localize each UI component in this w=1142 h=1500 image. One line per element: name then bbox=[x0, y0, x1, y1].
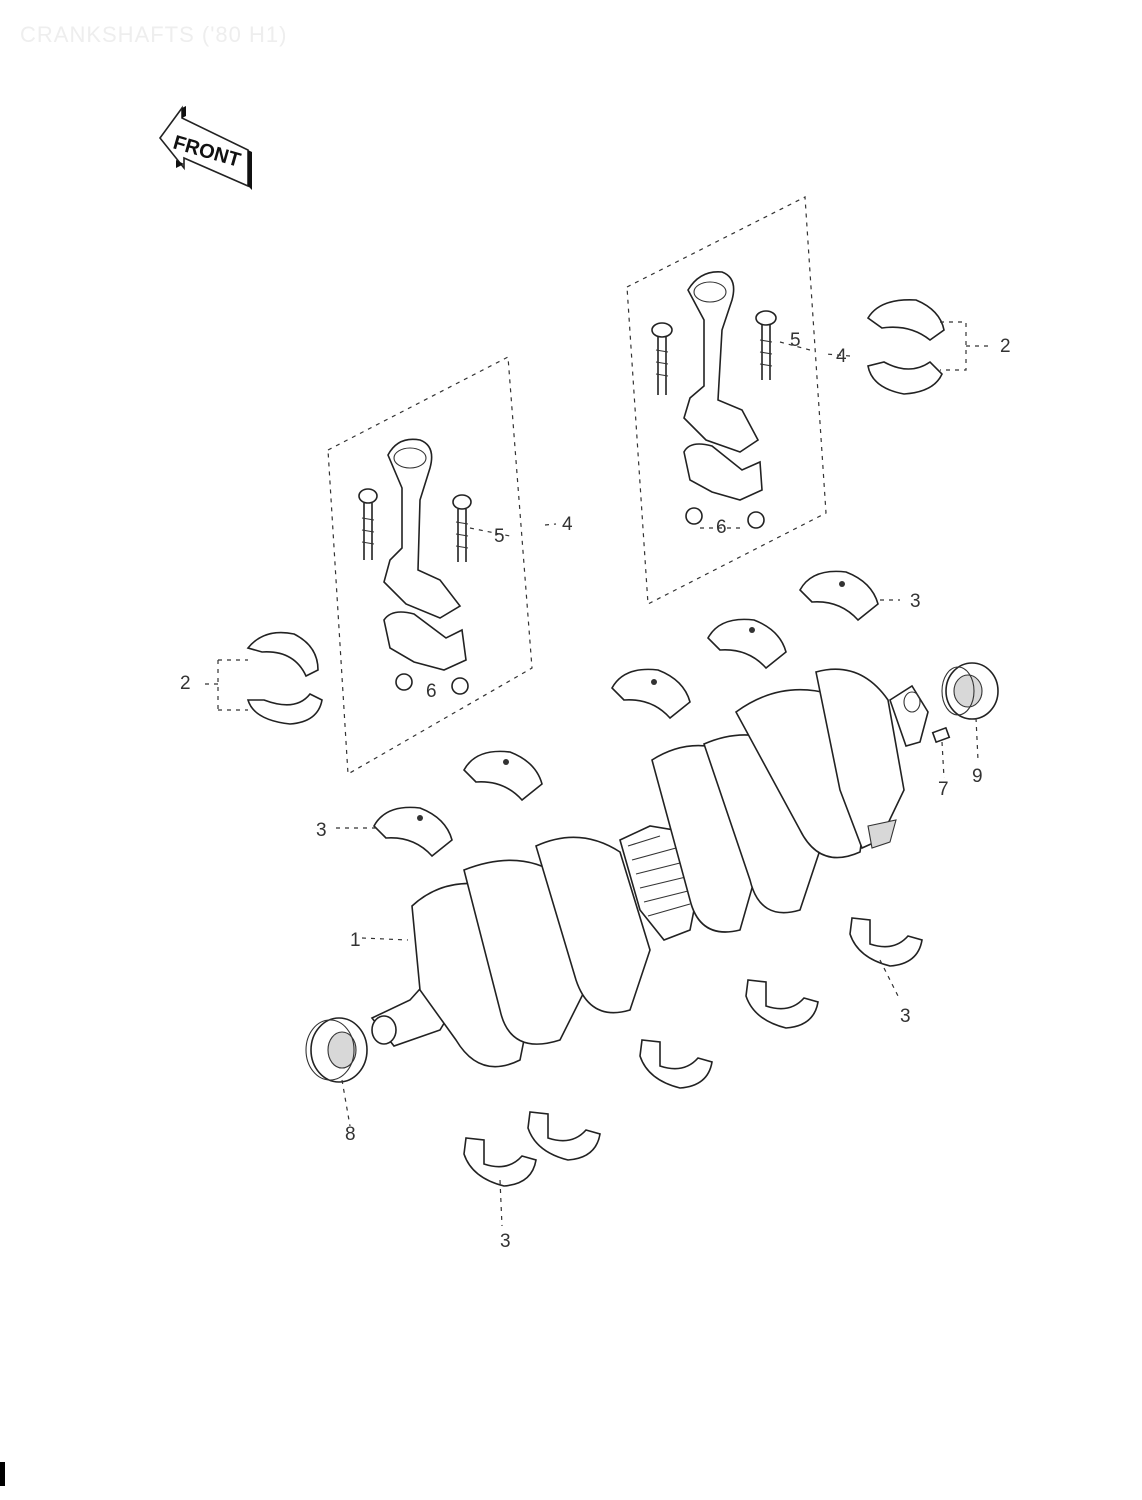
rod-nut-left-lower bbox=[395, 673, 413, 691]
main-bearing-lower-2 bbox=[745, 979, 819, 1029]
front-arrow-icon bbox=[176, 160, 184, 168]
connecting-rod-kit-upper bbox=[626, 196, 827, 605]
dowel-pin bbox=[931, 726, 951, 744]
main-bearing-lower-1 bbox=[849, 917, 923, 967]
oil-seal-right bbox=[941, 662, 999, 720]
callout-2-right: 2 bbox=[1000, 336, 1011, 357]
rod-nut-right-lower bbox=[451, 677, 469, 695]
callout-3-upper-right: 3 bbox=[910, 591, 921, 612]
callout-4-lower: 4 bbox=[562, 514, 573, 535]
callout-labels: 2 2 4 4 5 5 6 6 3 3 3 3 1 7 9 8 bbox=[180, 330, 1011, 1252]
bearing-pair-left bbox=[246, 631, 323, 725]
callout-1: 1 bbox=[350, 930, 361, 951]
main-bearing-upper-5 bbox=[373, 806, 453, 858]
oil-seal-left bbox=[305, 1017, 368, 1083]
callout-6-upper: 6 bbox=[716, 517, 727, 538]
main-bearing-upper-2 bbox=[707, 618, 787, 670]
callout-6-lower: 6 bbox=[426, 681, 437, 702]
page-title: CRANKSHAFTS ('80 H1) bbox=[20, 22, 288, 47]
front-direction-badge: FRONT bbox=[158, 105, 252, 190]
callout-5-lower: 5 bbox=[494, 526, 505, 547]
callout-7: 7 bbox=[938, 779, 949, 800]
leader-lines bbox=[200, 321, 990, 1227]
rod-nut-left-upper bbox=[685, 507, 703, 525]
rod-bolt-right-lower bbox=[452, 494, 472, 562]
callout-5-upper: 5 bbox=[790, 330, 801, 351]
rod-bolt-right-upper bbox=[755, 310, 777, 380]
main-bearing-lower-3 bbox=[639, 1039, 713, 1089]
rod-bolt-left-lower bbox=[358, 488, 378, 560]
main-bearing-upper-1 bbox=[799, 570, 879, 622]
margin-mark bbox=[0, 1462, 5, 1486]
main-bearing-upper-4 bbox=[463, 750, 543, 802]
bearing-pair-right bbox=[866, 299, 945, 395]
main-bearing-upper-3 bbox=[611, 668, 691, 720]
callout-3-bottom: 3 bbox=[500, 1231, 511, 1252]
crankshaft bbox=[370, 668, 929, 1068]
main-bearing-lower-5 bbox=[463, 1137, 537, 1187]
main-bearing-lower-4 bbox=[527, 1111, 601, 1161]
connecting-rod-kit-lower bbox=[327, 356, 533, 776]
callout-4-upper: 4 bbox=[836, 346, 847, 367]
callout-3-lower-right: 3 bbox=[900, 1006, 911, 1027]
rod-nut-right-upper bbox=[747, 511, 765, 529]
callout-2-left: 2 bbox=[180, 673, 191, 694]
callout-8: 8 bbox=[345, 1124, 356, 1145]
callout-9: 9 bbox=[972, 766, 983, 787]
callout-3-left: 3 bbox=[316, 820, 327, 841]
rod-bolt-left-upper bbox=[651, 322, 673, 395]
